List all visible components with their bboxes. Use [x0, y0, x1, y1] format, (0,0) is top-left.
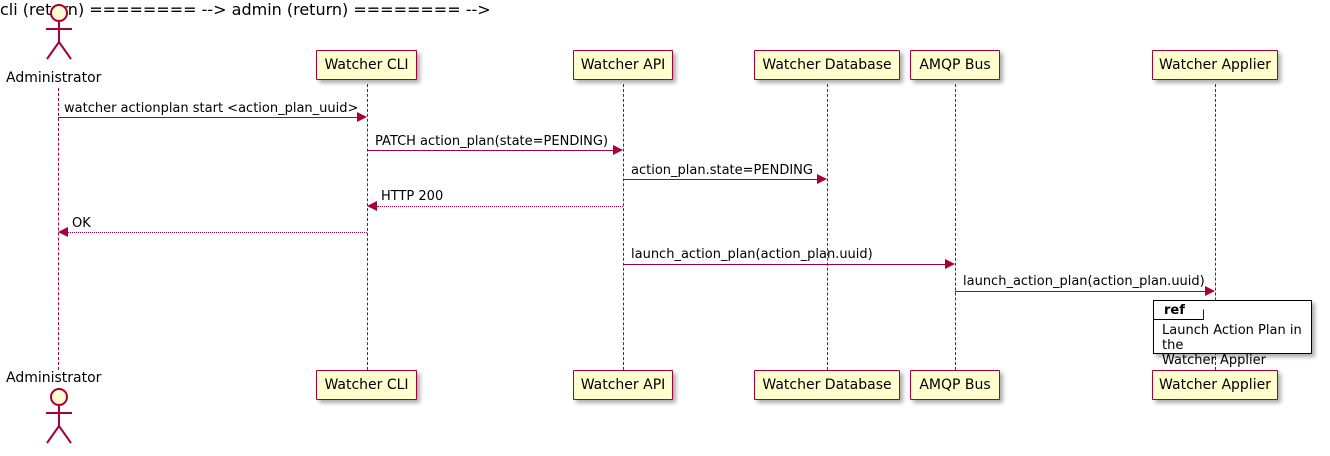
message-arrowhead-2: [613, 145, 623, 155]
lifeline-api: [623, 84, 624, 370]
participant-label: AMQP Bus: [919, 57, 991, 73]
participant-label: Watcher API: [580, 377, 666, 393]
ref-fragment-tab-label: ref: [1154, 301, 1204, 320]
participant-label: Watcher CLI: [324, 377, 409, 393]
participant-watcher-database-bottom[interactable]: Watcher Database: [754, 370, 900, 400]
message-label-3: action_plan.state=PENDING: [631, 163, 813, 178]
message-label-4: HTTP 200: [381, 189, 444, 204]
actor-administrator-top: [34, 2, 84, 64]
message-line-3: [623, 179, 818, 180]
participant-watcher-api-bottom[interactable]: Watcher API: [573, 370, 673, 400]
participant-watcher-cli-top[interactable]: Watcher CLI: [316, 50, 417, 80]
participant-label: Watcher CLI: [324, 57, 409, 73]
message-line-7: [955, 291, 1206, 292]
message-arrowhead-4: [367, 201, 377, 211]
participant-watcher-applier-top[interactable]: Watcher Applier: [1152, 50, 1278, 80]
actor-figure-icon: [46, 4, 72, 60]
ref-fragment-text: Launch Action Plan in the Watcher Applie…: [1162, 323, 1302, 368]
participant-label: Watcher Applier: [1159, 377, 1271, 393]
participant-watcher-api-top[interactable]: Watcher API: [573, 50, 673, 80]
message-arrowhead-7: [1205, 286, 1215, 296]
actor-administrator-bottom: [34, 386, 84, 452]
participant-label: Watcher Database: [762, 377, 892, 393]
message-line-4: [377, 206, 623, 207]
lifeline-applier: [1215, 84, 1216, 370]
message-line-5: [68, 232, 367, 233]
lifeline-db: [827, 84, 828, 370]
lifeline-cli: [367, 84, 368, 370]
actor-label-administrator-bottom: Administrator: [6, 370, 102, 386]
participant-label: Watcher Database: [762, 57, 892, 73]
participant-watcher-applier-bottom[interactable]: Watcher Applier: [1152, 370, 1278, 400]
participant-watcher-cli-bottom[interactable]: Watcher CLI: [316, 370, 417, 400]
message-arrowhead-5: [58, 227, 68, 237]
message-label-1: watcher actionplan start <action_plan_uu…: [64, 101, 359, 116]
lifeline-amqp: [955, 84, 956, 370]
message-line-1: [58, 117, 358, 118]
participant-amqp-bus-top[interactable]: AMQP Bus: [910, 50, 1000, 80]
message-arrowhead-1: [357, 112, 367, 122]
ref-fragment-launch-action-plan[interactable]: ref Launch Action Plan in the Watcher Ap…: [1153, 300, 1312, 368]
message-arrowhead-6: [945, 259, 955, 269]
message-label-6: launch_action_plan(action_plan.uuid): [631, 247, 873, 262]
message-line-6: [623, 264, 946, 265]
message-label-7: launch_action_plan(action_plan.uuid): [963, 274, 1205, 289]
participant-watcher-database-top[interactable]: Watcher Database: [754, 50, 900, 80]
message-label-5: OK: [72, 216, 91, 231]
actor-figure-icon: [46, 388, 72, 444]
participant-label: Watcher Applier: [1159, 57, 1271, 73]
message-arrowhead-3: [817, 174, 827, 184]
message-label-2: PATCH action_plan(state=PENDING): [375, 134, 609, 149]
message-line-2: [367, 150, 614, 151]
actor-label-administrator-top: Administrator: [6, 70, 102, 86]
participant-label: AMQP Bus: [919, 377, 991, 393]
participant-label: Watcher API: [580, 57, 666, 73]
participant-amqp-bus-bottom[interactable]: AMQP Bus: [910, 370, 1000, 400]
